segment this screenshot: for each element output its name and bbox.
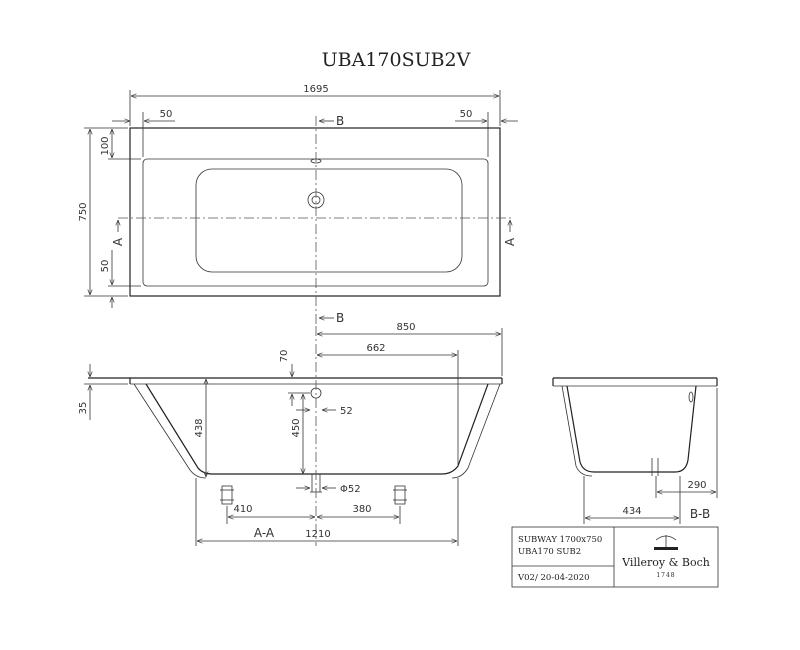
dim-35: 35 [78, 402, 89, 415]
dim-70: 70 [279, 350, 290, 363]
title-block: SUBWAY 1700x750 UBA170 SUB2 V02/ 20-04-2… [511, 526, 719, 588]
dim-overall-length: 1695 [303, 84, 328, 95]
adjustable-foot-left [221, 485, 233, 505]
section-bb-view: 290 434 B-B [552, 377, 718, 524]
dim-850: 850 [396, 322, 415, 333]
section-bb-caption: B-B [690, 507, 710, 521]
top-view: B B A A 1695 50 50 750 100 [78, 84, 518, 326]
drawing-title: UBA170SUB2V [322, 49, 471, 71]
dim-450: 450 [291, 418, 302, 437]
title-block-version: V02/ 20-04-2020 [517, 573, 590, 583]
dim-52: 52 [340, 406, 353, 417]
dim-phi52: Φ52 [340, 484, 361, 495]
dim-438: 438 [194, 418, 205, 437]
dim-290: 290 [687, 480, 706, 491]
title-block-code: UBA170 SUB2 [518, 547, 581, 557]
section-aa-outer-shell [145, 383, 489, 475]
dim-380: 380 [352, 504, 371, 515]
dim-410: 410 [233, 504, 252, 515]
dim-rim-left: 50 [160, 109, 173, 120]
tub-outer-rim [129, 127, 501, 297]
section-b-top-label: B [336, 114, 344, 128]
adjustable-foot-right [394, 485, 406, 505]
section-a-left-label: A [111, 237, 125, 246]
dim-434: 434 [622, 506, 641, 517]
brand-year: 1748 [656, 572, 675, 579]
dim-1210: 1210 [305, 529, 330, 540]
dim-width: 750 [78, 202, 89, 221]
dim-rim-right: 50 [460, 109, 473, 120]
brand-name: Villeroy & Boch [621, 556, 710, 569]
section-aa-view: 850 662 70 35 438 450 52 Φ52 410 [78, 322, 503, 546]
dim-rim-top: 100 [100, 136, 111, 155]
section-b-bottom-label: B [336, 311, 344, 325]
dim-rim-bottom: 50 [100, 260, 111, 273]
section-bb-overflow [688, 391, 694, 403]
tub-inner-rim [142, 158, 489, 287]
tub-basin-floor [195, 168, 463, 273]
dim-662: 662 [366, 343, 385, 354]
title-block-model: SUBWAY 1700x750 [518, 535, 602, 545]
section-a-right-label: A [503, 237, 517, 246]
brand-logo-icon [654, 535, 678, 550]
section-bb-outer-shell [566, 385, 697, 473]
section-aa-caption: A-A [254, 526, 275, 540]
